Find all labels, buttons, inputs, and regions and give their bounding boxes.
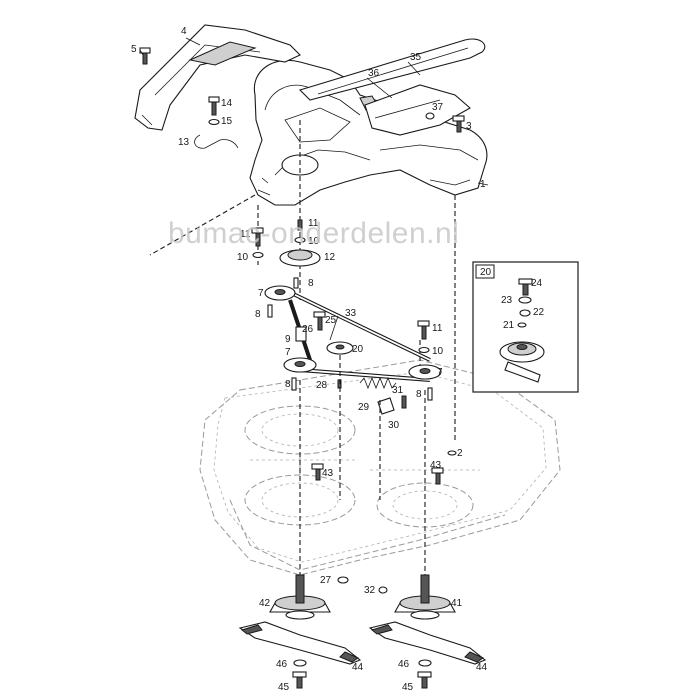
callout-45a: 45 (278, 682, 290, 693)
left-blade (238, 621, 362, 665)
watermark-text: bumac-onderdelen.nl (168, 217, 459, 250)
callout-3: 3 (466, 121, 472, 132)
pulley-assembly (264, 249, 442, 415)
left-spindle (269, 574, 331, 620)
callout-10b: 10 (308, 236, 320, 247)
inset-detail-20 (472, 261, 579, 393)
callout-12: 12 (324, 252, 336, 263)
callout-2: 2 (457, 448, 463, 459)
callout-7a: 7 (258, 288, 264, 299)
callout-46a: 46 (276, 659, 288, 670)
right-blade (368, 621, 487, 665)
callout-44a: 44 (352, 662, 364, 673)
callout-11b: 11 (308, 218, 319, 229)
callout-29: 29 (358, 402, 370, 413)
callout-44b: 44 (476, 662, 488, 673)
callout-5: 5 (131, 44, 137, 55)
callout-8b: 8 (255, 309, 261, 320)
callout-32: 32 (364, 585, 376, 596)
callout-26: 26 (302, 324, 314, 335)
callout-37: 37 (432, 102, 444, 113)
callout-46b: 46 (398, 659, 410, 670)
callout-43a: 43 (322, 468, 334, 479)
callout-8d: 8 (416, 389, 422, 400)
callout-31: 31 (392, 385, 404, 396)
callout-23: 23 (501, 295, 513, 306)
callout-4: 4 (181, 26, 187, 37)
callout-35: 35 (410, 52, 422, 63)
callout-28: 28 (316, 380, 328, 391)
side-shield (134, 24, 301, 131)
callout-33: 33 (345, 308, 357, 319)
callout-7b: 7 (285, 347, 291, 358)
callout-20: 20 (352, 344, 364, 355)
callout-30: 30 (388, 420, 400, 431)
callout-41: 41 (451, 598, 463, 609)
callout-8a: 8 (308, 278, 314, 289)
right-spindle (394, 574, 456, 620)
callout-36: 36 (368, 68, 380, 79)
callout-9: 9 (285, 334, 291, 345)
callout-11a: 11 (240, 229, 251, 240)
shaft-guides (299, 355, 426, 575)
leader-lines (139, 37, 489, 341)
inset-number-label: 20 (480, 267, 492, 278)
callout-10a: 10 (237, 252, 249, 263)
callout-10c: 10 (432, 346, 444, 357)
control-rod (298, 38, 486, 101)
callout-21: 21 (503, 320, 515, 331)
callout-42: 42 (259, 598, 271, 609)
callout-labels: 1 2 3 4 5 7 7 7 8 8 8 8 9 10 10 10 11 11… (131, 26, 545, 693)
callout-1: 1 (480, 179, 486, 190)
callout-8c: 8 (285, 379, 291, 390)
callout-11c: 11 (432, 323, 443, 334)
callout-15: 15 (221, 116, 233, 127)
callout-7c: 7 (437, 367, 443, 378)
callout-25: 25 (325, 315, 337, 326)
blade-fasteners (292, 659, 432, 689)
callout-22: 22 (533, 307, 545, 318)
callout-14: 14 (221, 98, 233, 109)
callout-13: 13 (178, 137, 190, 148)
callout-45b: 45 (402, 682, 414, 693)
callout-43b: 43 (430, 460, 442, 471)
callout-24: 24 (531, 278, 543, 289)
callout-27: 27 (320, 575, 332, 586)
